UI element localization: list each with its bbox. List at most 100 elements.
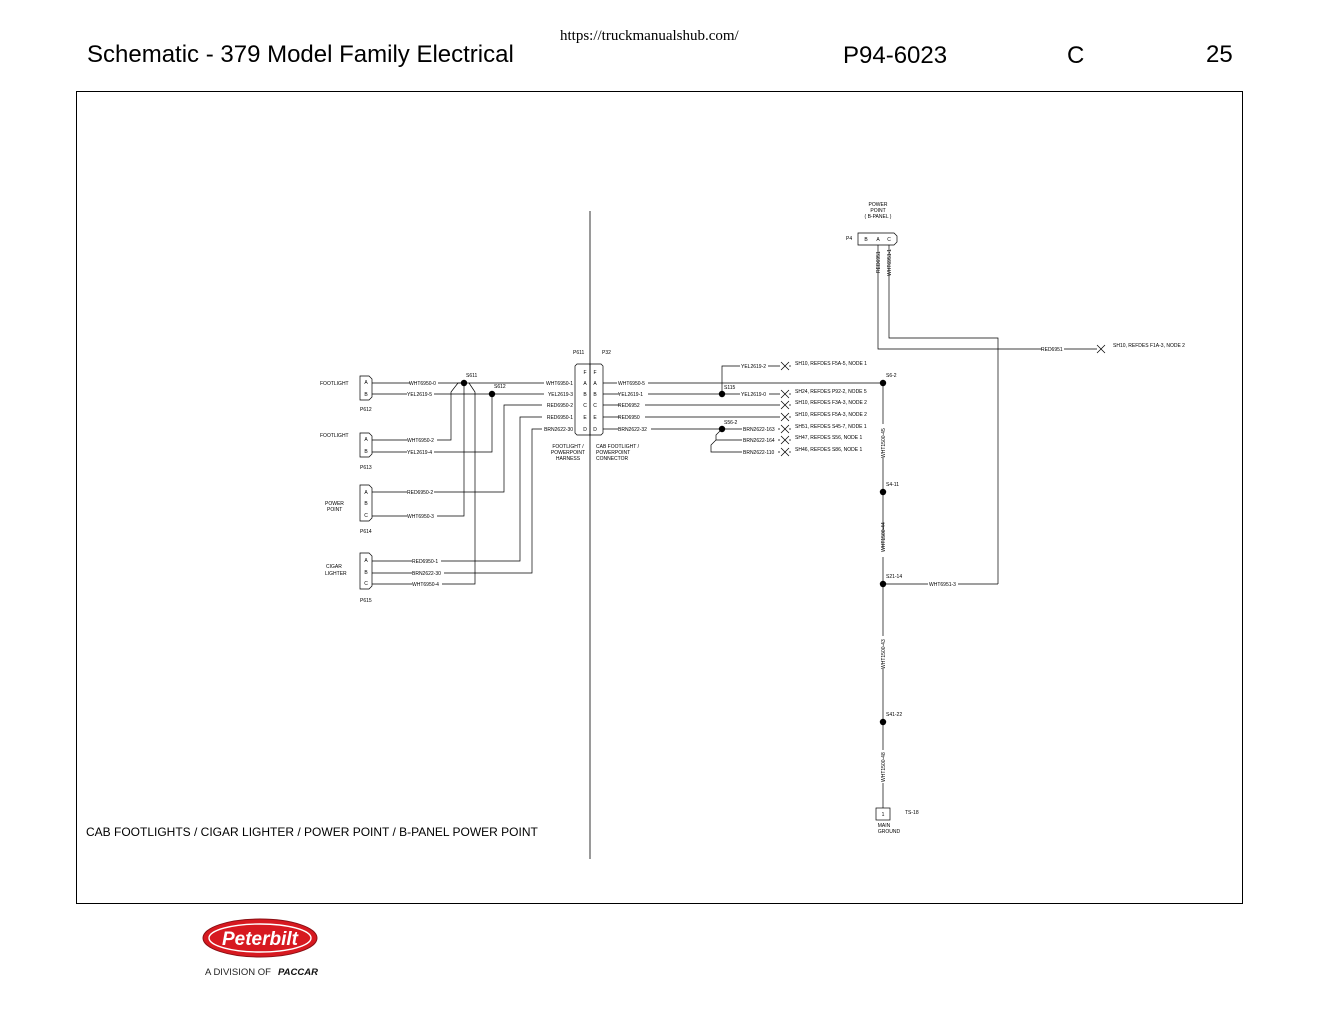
- logo-wordmark: Peterbilt: [222, 929, 299, 950]
- p613-pin-a: A: [364, 437, 368, 443]
- connector-right-wire-label: YEL2619-1: [618, 392, 643, 398]
- ref-terminal-x: [780, 361, 790, 371]
- p613-wire-b-label: YEL2619-4: [407, 450, 432, 456]
- connector-right-wire-label: RED6950: [618, 415, 640, 421]
- p615-wire-c-label: WHT6950-4: [412, 582, 439, 588]
- connector-p611-pin: F: [583, 370, 586, 376]
- cab-connector-label-2: POWERPOINT: [596, 450, 630, 456]
- p615-pin-c: C: [364, 581, 368, 587]
- ref-terminal-x: [780, 412, 790, 422]
- page-number: 25: [1206, 41, 1233, 68]
- p614-name-1: POWER: [325, 501, 344, 507]
- connector-left-wire-labels: WHT6950-1YEL2619-3RED6950-2RED6950-1BRN2…: [544, 381, 573, 433]
- p615-wire-b-label: BRN2622-30: [412, 571, 441, 577]
- main-ground-terminal: [875, 807, 891, 821]
- p613-body: [359, 432, 373, 458]
- wht1500-45-label: WHT1500-45: [881, 428, 887, 458]
- connector-p611-pin: D: [583, 427, 587, 433]
- p612-wire-a-label: WHT6950-0: [409, 381, 436, 387]
- connector-p32-pin: B: [593, 392, 597, 398]
- ref-terminal-x: [780, 447, 790, 457]
- harness-label-2: POWERPOINT: [551, 450, 585, 456]
- schematic-frame: [76, 91, 1243, 904]
- connector-p32-ref: P32: [602, 350, 611, 356]
- splice-s21-14-label: S21-14: [886, 574, 902, 580]
- ref-terminal-x: [780, 400, 790, 410]
- p614-wire-a-label: RED6950-2: [407, 490, 433, 496]
- left-wires: [372, 382, 544, 585]
- p612-ref: P612: [360, 407, 372, 413]
- wht1500-43-label: WHT1500-43: [881, 639, 887, 669]
- red6951-terminal-x: [1096, 344, 1106, 354]
- ground-label-2: GROUND: [878, 829, 901, 835]
- p612-pin-b: B: [364, 392, 368, 398]
- p4-title-1: POWER: [869, 202, 888, 208]
- connector-right-wire-label: BRN2622-32: [618, 427, 647, 433]
- p4-wire-b-label: RED6951: [876, 251, 882, 273]
- connector-p611-pin: E: [583, 415, 587, 421]
- p614-pin-b: B: [364, 501, 368, 507]
- connector-p611-pin: B: [583, 392, 587, 398]
- p4-connector-body: [857, 232, 898, 246]
- ref-terminal-x: [780, 389, 790, 399]
- ground-label-1: MAIN: [878, 823, 891, 829]
- ref-terminal-x: [780, 435, 790, 445]
- connector-p32-pin: C: [593, 403, 597, 409]
- harness-label-1: FOOTLIGHT /: [552, 444, 584, 450]
- splice-s611-label: S611: [466, 373, 478, 379]
- ref-destination: SH51, REFDES S45-7, NODE 1: [795, 424, 867, 430]
- p4-wire-a-label: WHT6951-1: [887, 249, 893, 276]
- harness-label-3: HARNESS: [556, 456, 581, 462]
- red6951-dest: SH10, REFDES F1A-3, NODE 2: [1113, 343, 1185, 349]
- power-point-bpanel: POWER POINT ( B-PANEL ) P4 B A C RED6951…: [846, 202, 898, 276]
- ref-destination: SH47, REFDES S56, NODE 1: [795, 435, 862, 441]
- ref-wire-label: YEL2619-2: [741, 364, 766, 370]
- ground-pin: 1: [882, 812, 885, 818]
- p4-pin-b: B: [864, 237, 868, 243]
- splice-s115-label: S115: [724, 385, 736, 391]
- p4-title-3: ( B-PANEL ): [865, 214, 892, 220]
- splice-s612-label: S612: [494, 384, 506, 390]
- ref-destination: SH46, REFDES S86, NODE 1: [795, 447, 862, 453]
- splice-s4-11-label: S4-11: [886, 482, 899, 488]
- right-wires: [603, 365, 998, 808]
- connector-left-wire-label: YEL2619-3: [548, 392, 573, 398]
- cab-connector-label-3: CONNECTOR: [596, 456, 629, 462]
- splice-s6-2-dot: [879, 379, 887, 387]
- connector-p611-pin: A: [583, 381, 587, 387]
- wht6951-3-label: WHT6951-3: [929, 582, 956, 588]
- document-number: P94-6023: [843, 42, 948, 69]
- ground-ref: TS-18: [905, 810, 919, 816]
- splice-s21-14-dot: [879, 580, 887, 588]
- p615-name-2: LIGHTER: [325, 571, 347, 577]
- splice-s612-dot: [488, 390, 496, 398]
- p613-name: FOOTLIGHT: [320, 433, 349, 439]
- source-url[interactable]: https://truckmanualshub.com/: [560, 28, 739, 44]
- p615-pin-a: A: [364, 558, 368, 564]
- ref-wire-label: BRN2622-164: [743, 438, 775, 444]
- connector-right-wire-labels: WHT6950-5YEL2619-1RED6952RED6950BRN2622-…: [618, 381, 647, 433]
- peterbilt-logo: Peterbilt A DIVISION OF PACCAR: [202, 918, 318, 978]
- wht1500-48-label: WHT1500-48: [881, 752, 887, 782]
- connector-left-wire-label: BRN2622-30: [544, 427, 573, 433]
- logo-tagline-company: PACCAR: [278, 967, 318, 978]
- cab-connector-label-1: CAB FOOTLIGHT /: [596, 444, 640, 450]
- splice-s56-2-label: S56-2: [724, 420, 738, 426]
- splice-s115-dot: [718, 390, 726, 398]
- diagram-caption: CAB FOOTLIGHTS / CIGAR LIGHTER / POWER P…: [86, 825, 538, 839]
- right-reference-rows: SH10, REFDES F5A-5, NODE 1YEL2619-2SH24,…: [741, 361, 867, 457]
- p615-ref: P615: [360, 598, 372, 604]
- p615-body: [359, 552, 373, 590]
- connector-p32-pin: E: [593, 415, 597, 421]
- ref-wire-label: BRN2622-163: [743, 427, 775, 433]
- p614-ref: P614: [360, 529, 372, 535]
- splice-s41-22-label: S41-22: [886, 712, 902, 718]
- p612-pin-a: A: [364, 380, 368, 386]
- connector-p32-pin: D: [593, 427, 597, 433]
- wht1500-44-label: WHT1500-44: [881, 522, 887, 552]
- ref-terminal-x: [780, 424, 790, 434]
- wire-red6951: [877, 245, 1097, 350]
- p614-pin-a: A: [364, 490, 368, 496]
